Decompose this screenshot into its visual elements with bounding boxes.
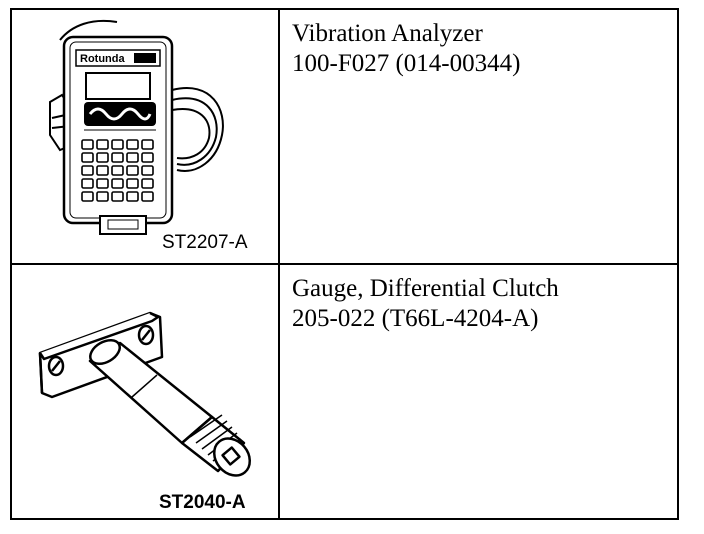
keypad-key xyxy=(96,165,109,176)
keypad-key xyxy=(81,139,94,150)
keypad-key xyxy=(126,191,139,202)
keypad-key xyxy=(141,165,154,176)
tool-description-cell: Vibration Analyzer 100-F027 (014-00344) xyxy=(280,10,677,263)
tool-description-cell: Gauge, Differential Clutch 205-022 (T66L… xyxy=(280,265,677,518)
keypad-key xyxy=(141,178,154,189)
illustration-label: ST2040-A xyxy=(159,492,246,513)
tool-illustration-cell: ST2040-A xyxy=(12,265,280,518)
keypad-key xyxy=(126,165,139,176)
keypad-key xyxy=(111,152,124,163)
tool-name: Gauge, Differential Clutch xyxy=(292,275,559,302)
tool-name: Vibration Analyzer xyxy=(292,20,483,47)
keypad-key xyxy=(111,178,124,189)
keypad-key xyxy=(96,178,109,189)
vibration-analyzer-illustration: Rotunda xyxy=(49,19,224,235)
keypad-key xyxy=(96,139,109,150)
keypad-key xyxy=(141,139,154,150)
keypad-key xyxy=(81,152,94,163)
keypad-key xyxy=(111,165,124,176)
keypad-key xyxy=(81,178,94,189)
illustration-label: ST2207-A xyxy=(162,232,248,253)
tool-part-number: 100-F027 (014-00344) xyxy=(292,50,521,77)
keypad-key xyxy=(126,178,139,189)
keypad-key xyxy=(126,152,139,163)
tool-part-number: 205-022 (T66L-4204-A) xyxy=(292,305,539,332)
clutch-gauge-illustration xyxy=(38,311,252,477)
keypad-key xyxy=(111,139,124,150)
tool-row-differential-clutch-gauge: ST2040-A Gauge, Differential Clutch 205-… xyxy=(12,265,677,518)
device-brand-text: Rotunda xyxy=(80,53,125,65)
tool-row-vibration-analyzer: Rotunda ST2207-A Vibration Analyzer 100-… xyxy=(12,10,677,265)
keypad-key xyxy=(81,165,94,176)
keypad-key xyxy=(96,191,109,202)
keypad-key xyxy=(111,191,124,202)
keypad-key xyxy=(81,191,94,202)
keypad-key xyxy=(141,152,154,163)
tool-illustration-cell: Rotunda ST2207-A xyxy=(12,10,280,263)
keypad-key xyxy=(141,191,154,202)
keypad-key xyxy=(96,152,109,163)
keypad-key xyxy=(126,139,139,150)
special-tools-table: Rotunda ST2207-A Vibration Analyzer 100-… xyxy=(10,8,679,520)
